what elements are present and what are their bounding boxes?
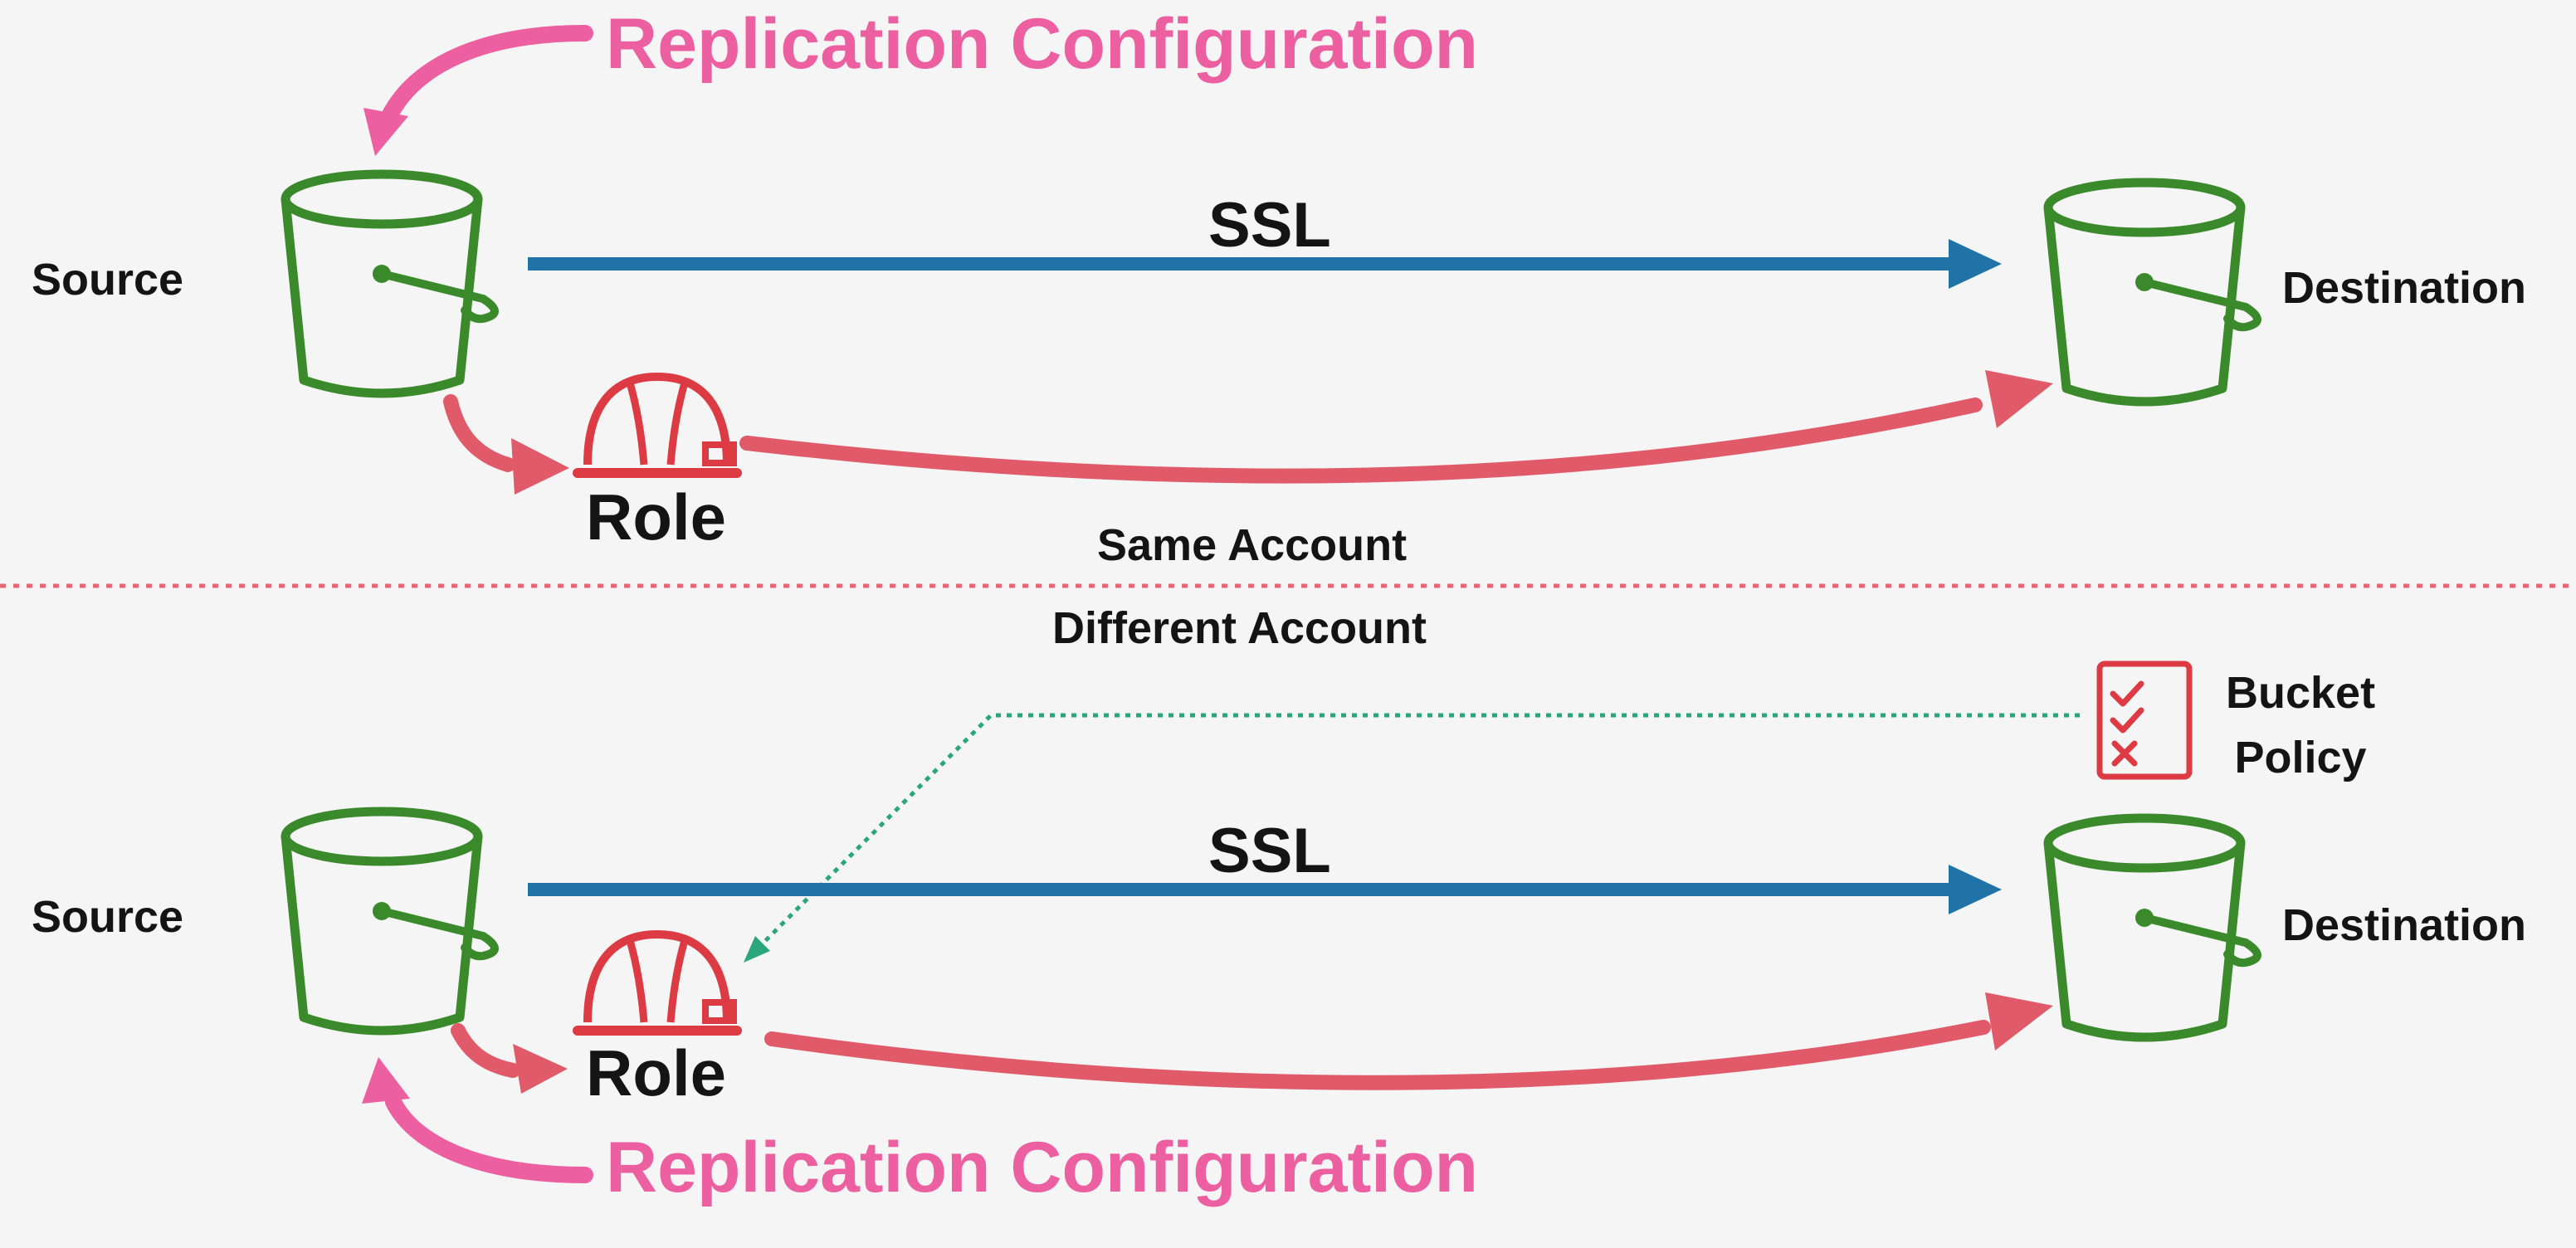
role-hardhat-icon xyxy=(578,934,737,1031)
replication-config-label: Replication Configuration xyxy=(606,4,1479,84)
source-bucket-icon xyxy=(285,174,495,393)
role-label: Role xyxy=(586,480,727,553)
source-bucket-icon xyxy=(285,812,495,1031)
ssl-label: SSL xyxy=(1208,816,1331,886)
role-label: Role xyxy=(586,1036,727,1109)
destination-bucket-icon xyxy=(2048,183,2257,402)
destination-bucket-icon xyxy=(2048,818,2257,1037)
source-label: Source xyxy=(32,892,184,942)
same-account-label: Same Account xyxy=(1097,520,1408,570)
source-label: Source xyxy=(32,255,184,305)
bucket-policy-line2: Policy xyxy=(2234,733,2367,783)
different-account-label: Different Account xyxy=(1052,603,1427,653)
role-hardhat-icon xyxy=(578,377,737,473)
ssl-label: SSL xyxy=(1208,190,1331,261)
bucket-policy-line1: Bucket xyxy=(2226,668,2376,718)
policy-checklist-icon xyxy=(2096,661,2193,780)
bucket-policy-label: Bucket Policy xyxy=(2226,661,2375,791)
replication-config-label: Replication Configuration xyxy=(606,1128,1479,1207)
destination-label: Destination xyxy=(2282,263,2527,313)
destination-label: Destination xyxy=(2282,900,2527,950)
